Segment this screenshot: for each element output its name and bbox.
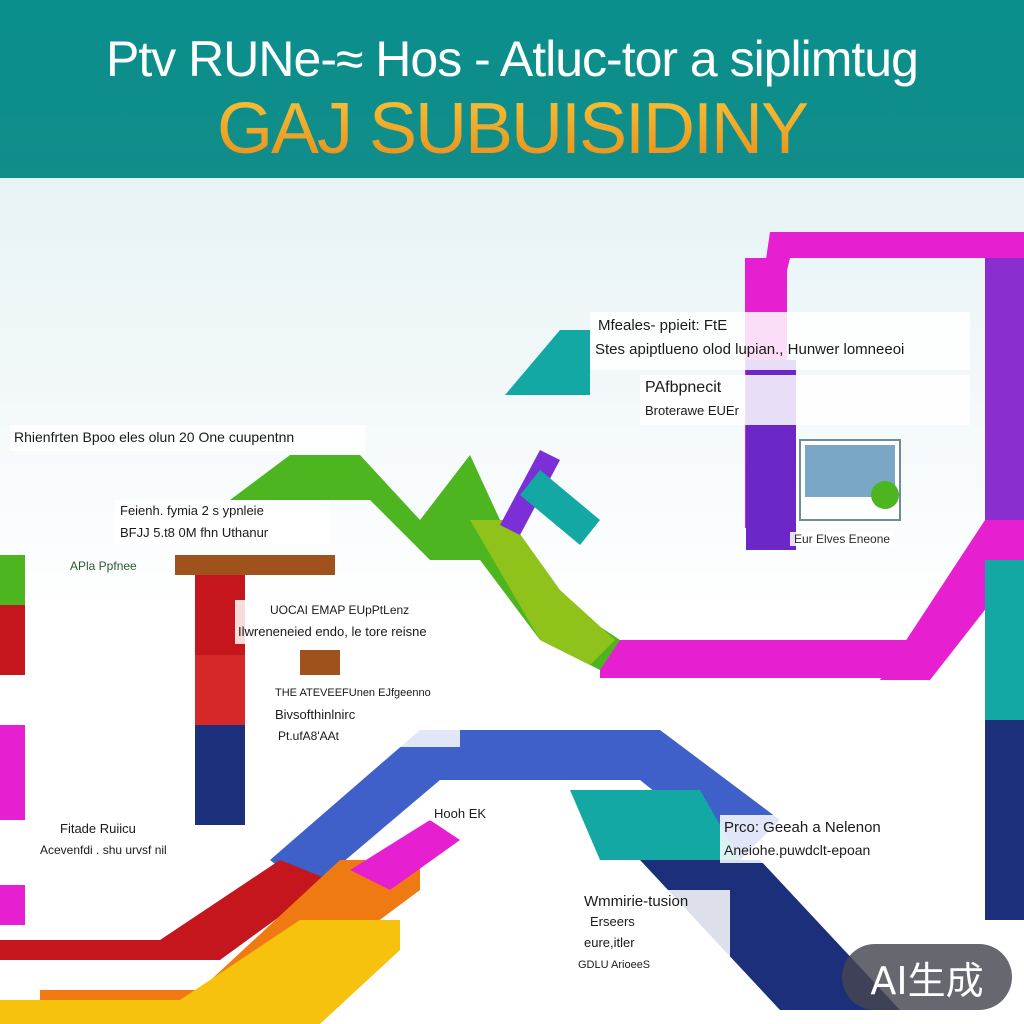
ai-generated-badge: AI生成	[842, 944, 1012, 1010]
teal-band	[570, 790, 740, 860]
label-center-3: THE ATEVEEFUnen EJfgeenno	[275, 687, 431, 699]
title-line-1: Ptv RUNe-≈ Hos - Atluc-tor a siplimtug	[106, 31, 919, 87]
label-left-3: BFJJ 5.t8 0M fhn Uthanur	[120, 525, 269, 540]
label-top-right-2: Stes apiptlueno olod lupian., Hunwer lom…	[595, 341, 905, 358]
label-bottom-center: Hooh EK	[430, 806, 491, 821]
teal-right-edge	[985, 560, 1024, 720]
thumbnail-caption: Eur Elves Eneone	[790, 532, 895, 546]
label-top-right-1: Mfeales- ppieit: FtE	[598, 317, 728, 334]
label-left-1: Rhienfrten Bpoo eles olun 20 One cuupent…	[14, 429, 295, 445]
label-bottom-right-1: Prco: Geeah a Nelenon	[724, 819, 881, 836]
label-bottom-left-1: Fitade Ruiicu	[60, 821, 136, 836]
thumbnail-globe-icon	[871, 481, 899, 509]
lime-route	[470, 520, 615, 665]
label-bottom-right-2: Aneiohe.puwdclt-epoan	[724, 842, 871, 858]
label-bottom-right-6: GDLU ArioeeS	[578, 959, 651, 971]
label-box-left-2	[115, 500, 330, 544]
pillar-red-2	[195, 655, 245, 725]
red-route	[0, 860, 330, 960]
pillar-navy	[195, 725, 245, 825]
magenta-block-left	[0, 725, 25, 820]
label-box-center-2	[270, 685, 460, 747]
pillar-brown-small	[300, 650, 340, 675]
label-bottom-right-5: eure,itler	[584, 935, 635, 950]
magenta-route	[760, 232, 1024, 300]
pillar-brown	[175, 555, 335, 575]
label-box-bottom-right	[720, 815, 950, 863]
header-banner: Ptv RUNe-≈ Hos - Atluc-tor a siplimtug G…	[0, 0, 1024, 178]
label-left-2: Feienh. fymia 2 s ypnleie	[120, 503, 264, 518]
label-center-1: UOCAI EMAP EUpPtLenz	[270, 603, 410, 617]
teal-arrow-top	[505, 330, 590, 395]
label-center-4: Bivsofthinlnirc	[275, 707, 356, 722]
teal-connector	[520, 470, 600, 545]
red-block-left	[0, 605, 25, 675]
label-box-mid-right	[640, 375, 970, 425]
yellow-route	[0, 920, 400, 1024]
label-box-top-right	[590, 312, 970, 370]
title-line-2: GAJ SUBUISIDINY	[0, 88, 1024, 170]
label-bottom-right-3: Wmmirie-tusion	[584, 893, 689, 910]
magenta-block-bottom-left	[0, 885, 25, 925]
green-route	[230, 455, 620, 670]
purple-block-right	[985, 258, 1024, 558]
label-box-bottom-right-2	[580, 890, 730, 978]
label-box-left-1	[10, 425, 365, 451]
label-box-bottom-left	[30, 818, 195, 914]
label-mid-right-1: PAfbpnecit	[645, 379, 722, 396]
label-center-2: Ilwreneneied endo, le tore reisne	[238, 624, 427, 639]
navy-right-edge	[985, 720, 1024, 920]
label-mid-right-2: Broterawe EUEr	[645, 403, 739, 418]
label-left-4: APla Ppfnee	[70, 559, 137, 573]
label-center-5: Pt.ufA8'AAt	[278, 729, 339, 743]
green-block-left	[0, 555, 25, 605]
orange-route	[40, 860, 420, 1024]
label-bottom-left-2: Acevenfdi . shu urvsf nil	[40, 843, 167, 857]
magenta-horizontal	[600, 640, 930, 678]
label-bottom-right-4: Erseers	[590, 914, 635, 929]
blue-route	[270, 730, 780, 890]
magenta-route-bottom	[350, 820, 460, 890]
label-box-center	[235, 600, 490, 644]
